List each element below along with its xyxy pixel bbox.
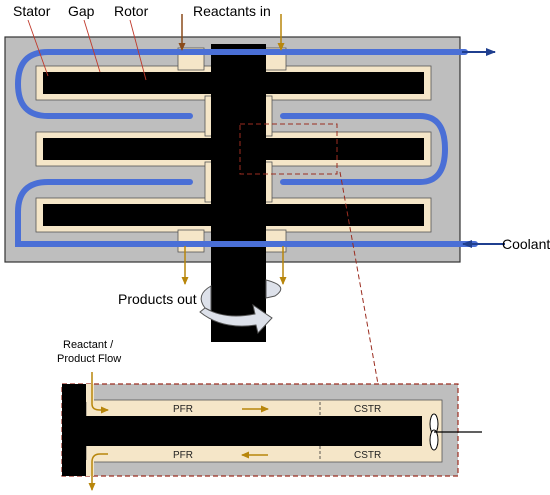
rotor [43, 44, 424, 342]
coolant-channel [14, 49, 478, 247]
zoom-region-outline [239, 123, 338, 175]
zoom-detail: PFR CSTR PFR CSTR Reactant / Product Flo… [57, 339, 482, 491]
reactor-schematic: Stator Gap Rotor Reactants in Coolant Pr… [4, 3, 550, 385]
reactants-in-label: Reactants in [193, 3, 271, 19]
cstr-top-label: CSTR [354, 404, 381, 415]
flow-outlet-path [88, 453, 108, 491]
stator-label: Stator [13, 3, 51, 19]
rotation-arrow-icon [199, 279, 282, 335]
detail-rotor-shaft [62, 384, 86, 476]
cstr-bottom-label: CSTR [354, 450, 381, 461]
flow-label-line2: Product Flow [57, 353, 121, 365]
detail-gap-outlet [86, 460, 94, 476]
label-pointers [27, 19, 147, 81]
zoom-connector-line [339, 171, 379, 385]
flow-inlet-path [91, 372, 109, 414]
pfr-top-label: PFR [173, 404, 193, 415]
impeller-icon [429, 413, 482, 451]
flow-label-line1: Reactant / [63, 339, 114, 351]
products-out-label: Products out [118, 291, 197, 307]
detail-gap-inlet [86, 384, 94, 402]
detail-rotor-arm [86, 416, 422, 446]
rotor-label: Rotor [114, 3, 149, 19]
pfr-bottom-label: PFR [173, 450, 193, 461]
gap-label: Gap [68, 3, 95, 19]
coolant-label: Coolant [502, 236, 550, 252]
